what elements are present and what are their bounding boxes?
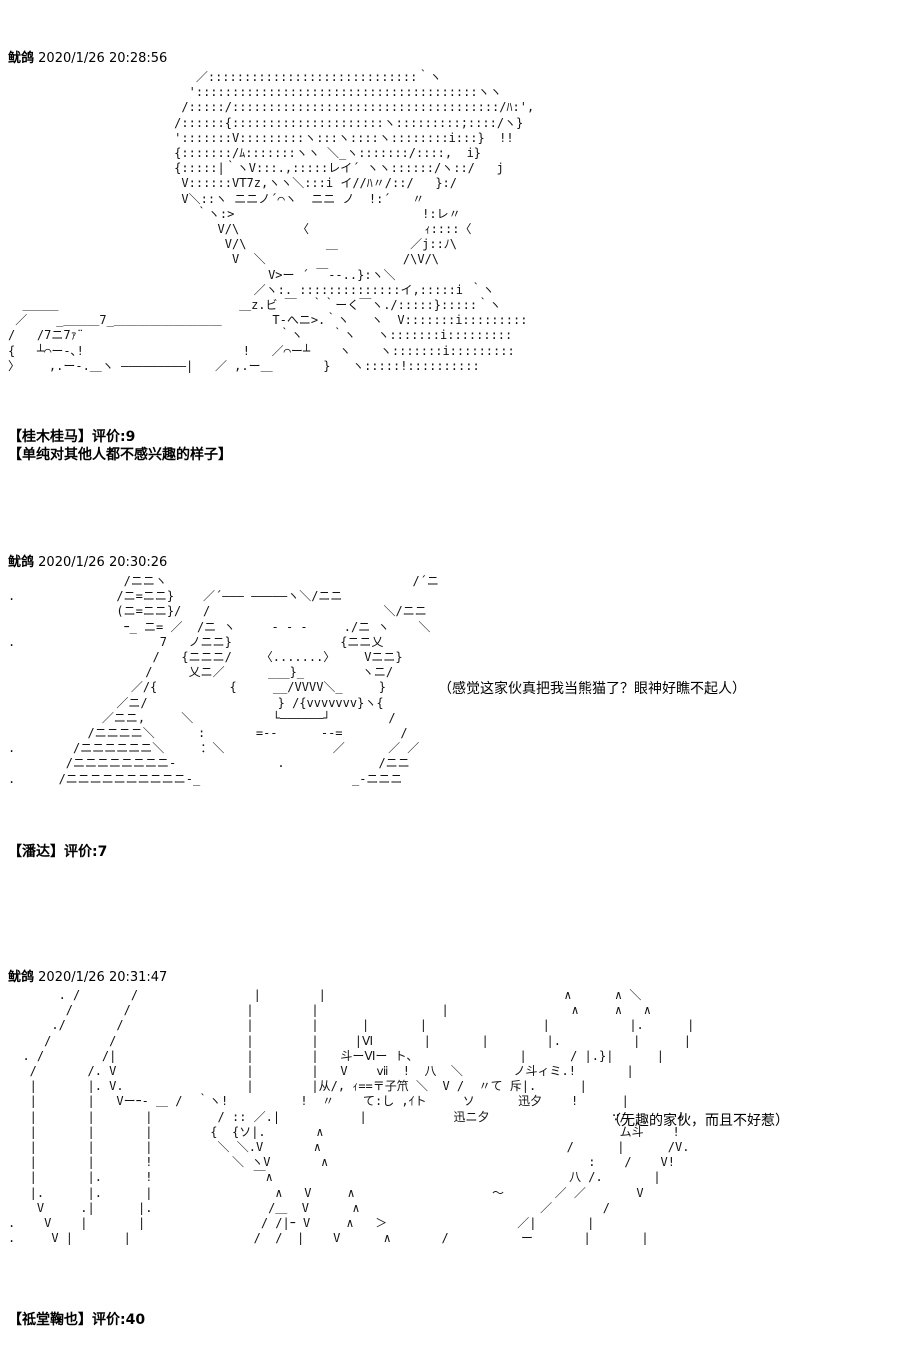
author-name: 鱿鸽 bbox=[8, 970, 35, 985]
character-comment: 【单纯对其他人都不感兴趣的样子】 bbox=[8, 447, 232, 463]
author-name: 鱿鸽 bbox=[8, 555, 35, 570]
post-timestamp: 2020/1/26 20:31:47 bbox=[38, 970, 168, 985]
post-timestamp: 2020/1/26 20:30:26 bbox=[38, 555, 168, 570]
ascii-art-character-3: . / / | | ∧ ∧ ＼ / / | | | ∧ ∧ ∧ ./ / bbox=[8, 988, 695, 1246]
character-rating-line: 【潘达】评价:7 bbox=[8, 843, 107, 861]
ascii-art-character-2: /ニニヽ /´ニ . /ニ=ニニ} ／´――― ―――――ヽ＼/ニニ (ニ=ニニ… bbox=[8, 574, 439, 786]
character-name: 【潘达】 bbox=[8, 844, 64, 860]
side-comment-1: （感觉这家伙真把我当熊猫了？眼神好瞧不起人） bbox=[438, 681, 746, 697]
character-rating-line: 【祗堂鞠也】评价:40 bbox=[8, 1311, 145, 1329]
post-header-1: 鱿鸽 2020/1/26 20:28:56 bbox=[8, 51, 167, 67]
post-header-3: 鱿鸽 2020/1/26 20:31:47 bbox=[8, 970, 167, 986]
character-name: 【祗堂鞠也】 bbox=[8, 1312, 92, 1328]
side-comment-2: （无趣的家伙，而且不好惹） bbox=[607, 1113, 789, 1129]
character-rating-line: 【桂木桂马】评价:9 bbox=[8, 428, 135, 446]
rating-label: 评价:40 bbox=[92, 1312, 146, 1328]
rating-label: 评价:9 bbox=[92, 429, 136, 445]
post-header-2: 鱿鸽 2020/1/26 20:30:26 bbox=[8, 555, 167, 571]
rating-label: 评价:7 bbox=[64, 844, 108, 860]
post-timestamp: 2020/1/26 20:28:56 bbox=[38, 51, 168, 66]
author-name: 鱿鸽 bbox=[8, 51, 35, 66]
ascii-art-character-1: ／:::::::::::::::::::::::::::::｀ヽ '::::::… bbox=[8, 70, 535, 373]
character-name: 【桂木桂马】 bbox=[8, 429, 92, 445]
